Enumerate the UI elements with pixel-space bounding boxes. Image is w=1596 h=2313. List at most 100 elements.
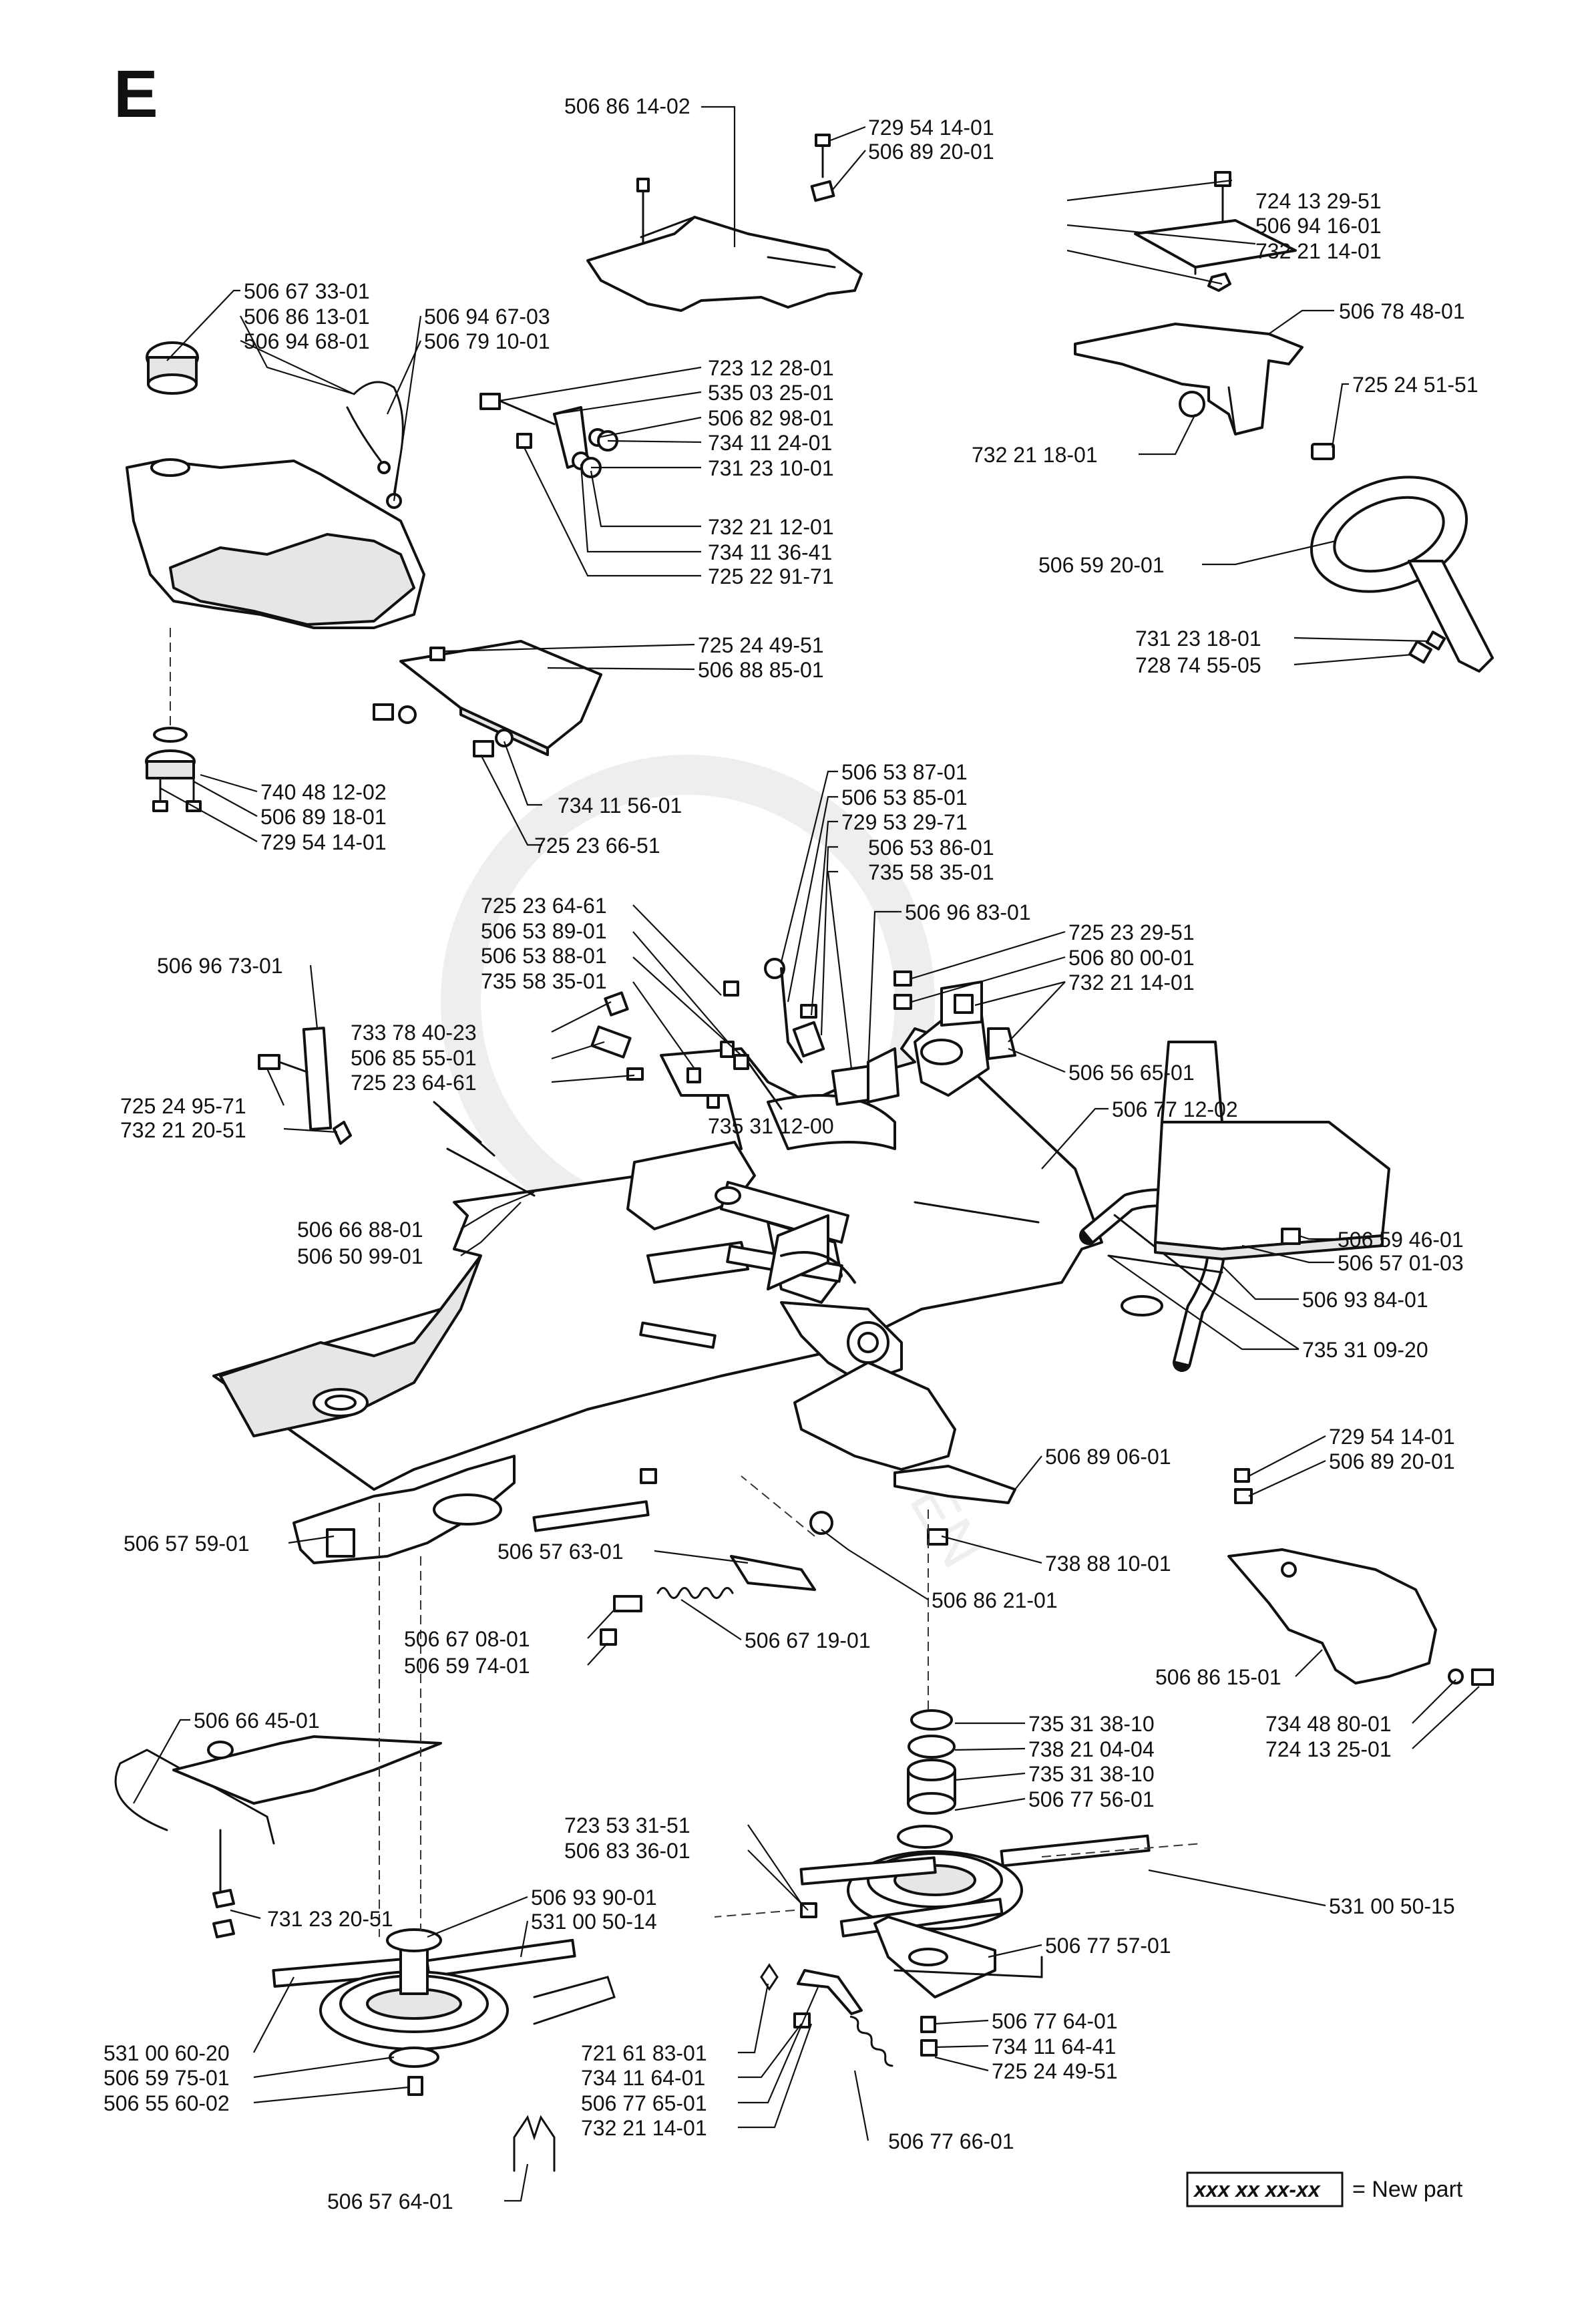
part-number-label: 732 21 14-01 bbox=[1255, 239, 1382, 263]
part-number-label: 732 21 20-51 bbox=[120, 1118, 246, 1142]
part-number-label: 506 50 99-01 bbox=[297, 1244, 423, 1268]
left-plate-part bbox=[258, 991, 644, 1197]
part-number-label: 506 94 67-03 bbox=[424, 305, 550, 329]
part-number-label: 506 96 73-01 bbox=[157, 954, 283, 978]
legend-text: = New part bbox=[1352, 2177, 1463, 2202]
right-pulley-part bbox=[714, 1509, 1203, 2067]
part-number-label: 734 48 80-01 bbox=[1265, 1712, 1392, 1736]
part-number-label: 506 57 59-01 bbox=[124, 1532, 250, 1556]
part-number-label: 725 23 64-61 bbox=[481, 894, 607, 918]
part-number-label: 506 93 84-01 bbox=[1302, 1288, 1428, 1312]
part-number-label: 738 88 10-01 bbox=[1045, 1552, 1171, 1576]
part-number-label: 734 11 64-41 bbox=[992, 2034, 1116, 2059]
leader-lines bbox=[133, 106, 1480, 2202]
right-bracket-part bbox=[867, 970, 1016, 1103]
part-number-label: 732 21 14-01 bbox=[1068, 970, 1195, 995]
left-pulley-part bbox=[114, 1735, 616, 2172]
part-number-label: 732 21 18-01 bbox=[972, 443, 1098, 467]
part-number-label: 506 59 74-01 bbox=[404, 1654, 530, 1678]
part-number-label: 506 57 63-01 bbox=[497, 1540, 624, 1564]
part-number-label: 506 77 56-01 bbox=[1028, 1787, 1155, 1811]
part-labels: 506 86 14-02 729 54 14-01 506 89 20-01 7… bbox=[104, 94, 1478, 2213]
part-number-label: 724 13 25-01 bbox=[1265, 1737, 1392, 1761]
fuel-tank-part bbox=[126, 341, 425, 812]
part-number-label: 506 89 20-01 bbox=[1329, 1449, 1455, 1473]
part-number-label: 731 23 20-51 bbox=[267, 1907, 393, 1931]
mounting-bracket-part bbox=[479, 393, 618, 478]
part-number-label: 738 21 04-04 bbox=[1028, 1737, 1155, 1761]
part-number-label: 506 86 21-01 bbox=[932, 1588, 1058, 1612]
rear-cover-part bbox=[586, 134, 863, 312]
part-number-label: 729 54 14-01 bbox=[260, 830, 387, 854]
part-number-label: 735 31 38-10 bbox=[1028, 1712, 1155, 1736]
part-number-label: 734 11 36-41 bbox=[708, 540, 832, 564]
part-number-label: 506 89 18-01 bbox=[260, 805, 387, 829]
part-number-label: 725 23 64-61 bbox=[351, 1071, 477, 1095]
part-number-label: 506 53 85-01 bbox=[841, 785, 968, 810]
part-number-label: 729 54 14-01 bbox=[868, 116, 994, 140]
part-number-label: 506 77 57-01 bbox=[1045, 1934, 1171, 1958]
right-side-cover-part bbox=[1227, 1468, 1494, 1686]
part-number-label: 731 23 18-01 bbox=[1135, 627, 1261, 651]
part-number-label: 506 67 08-01 bbox=[404, 1627, 530, 1651]
part-number-label: 721 61 83-01 bbox=[581, 2041, 707, 2065]
part-number-label: 506 57 01-03 bbox=[1338, 1251, 1464, 1275]
part-number-label: 506 56 65-01 bbox=[1068, 1061, 1195, 1085]
seat-bracket-part bbox=[373, 640, 602, 757]
part-number-label: 506 59 20-01 bbox=[1038, 553, 1165, 577]
part-number-label: 506 53 89-01 bbox=[481, 919, 607, 943]
part-number-label: 506 67 19-01 bbox=[745, 1628, 871, 1652]
part-number-label: 506 88 85-01 bbox=[698, 658, 824, 682]
part-number-label: 735 58 35-01 bbox=[868, 860, 994, 884]
part-number-label: 740 48 12-02 bbox=[260, 780, 387, 804]
section-letter: E bbox=[114, 57, 158, 132]
part-number-label: 506 77 66-01 bbox=[888, 2129, 1014, 2153]
part-number-label: 506 86 13-01 bbox=[244, 305, 370, 329]
part-number-label: 734 11 24-01 bbox=[708, 431, 832, 455]
part-number-label: 735 58 35-01 bbox=[481, 969, 607, 993]
part-number-label: 731 23 10-01 bbox=[708, 456, 834, 480]
part-number-label: 506 79 10-01 bbox=[424, 329, 550, 353]
part-number-label: 506 96 83-01 bbox=[905, 900, 1031, 924]
part-number-label: 506 53 87-01 bbox=[841, 760, 968, 784]
part-number-label: 506 59 46-01 bbox=[1338, 1228, 1464, 1252]
part-number-label: 725 22 91-71 bbox=[708, 564, 834, 588]
linkage-rods-part bbox=[433, 958, 1223, 1291]
part-number-label: 506 85 55-01 bbox=[351, 1046, 477, 1070]
part-number-label: 725 24 49-51 bbox=[698, 633, 824, 657]
part-number-label: 506 67 33-01 bbox=[244, 279, 370, 303]
part-number-label: 506 77 12-02 bbox=[1112, 1097, 1238, 1121]
steering-wheel-part bbox=[1310, 476, 1494, 673]
part-number-label: 506 53 86-01 bbox=[868, 836, 994, 860]
part-number-label: 535 03 25-01 bbox=[708, 381, 834, 405]
part-number-label: 506 59 75-01 bbox=[104, 2066, 230, 2090]
part-number-label: 729 54 14-01 bbox=[1329, 1425, 1455, 1449]
part-number-label: 506 66 45-01 bbox=[194, 1709, 320, 1733]
part-number-label: 723 53 31-51 bbox=[564, 1813, 690, 1837]
part-number-label: 506 89 06-01 bbox=[1045, 1445, 1171, 1469]
part-number-label: 531 00 50-15 bbox=[1329, 1894, 1455, 1918]
spring-bracket-part bbox=[600, 1465, 1016, 1646]
part-number-label: 735 31 12-00 bbox=[708, 1114, 834, 1138]
part-number-label: 506 77 64-01 bbox=[992, 2009, 1118, 2033]
part-number-label: 506 82 98-01 bbox=[708, 406, 834, 430]
part-number-label: 732 21 14-01 bbox=[581, 2116, 707, 2140]
main-frame-part bbox=[212, 1014, 1226, 1564]
legend-sample: xxx xx xx-xx bbox=[1193, 2177, 1321, 2201]
part-number-label: 531 00 50-14 bbox=[531, 1910, 657, 1934]
part-number-label: 506 57 64-01 bbox=[327, 2189, 453, 2213]
part-number-label: 506 94 68-01 bbox=[244, 329, 370, 353]
part-number-label: 531 00 60-20 bbox=[104, 2041, 230, 2065]
part-number-label: 735 31 38-10 bbox=[1028, 1762, 1155, 1786]
part-number-label: 725 24 49-51 bbox=[992, 2059, 1118, 2083]
part-number-label: 506 77 65-01 bbox=[581, 2091, 707, 2115]
part-number-label: 734 11 56-01 bbox=[558, 793, 682, 818]
part-number-label: 725 24 51-51 bbox=[1352, 373, 1478, 397]
part-number-label: 506 78 48-01 bbox=[1339, 299, 1465, 323]
part-number-label: 723 12 28-01 bbox=[708, 356, 834, 380]
part-number-label: 734 11 64-01 bbox=[581, 2066, 705, 2090]
part-number-label: 506 83 36-01 bbox=[564, 1839, 690, 1863]
footrest-part bbox=[1154, 1041, 1390, 1260]
part-number-label: 728 74 55-05 bbox=[1135, 653, 1261, 677]
